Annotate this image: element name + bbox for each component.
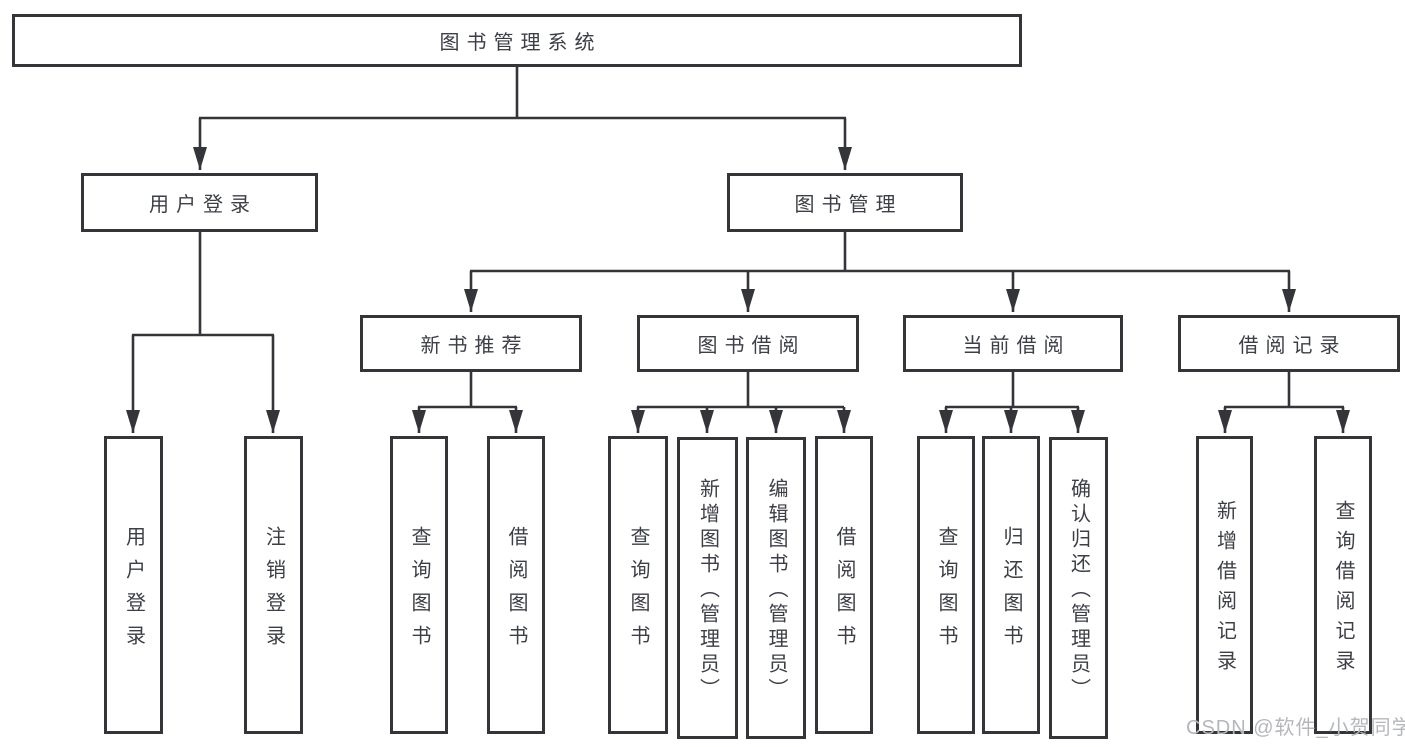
node-bb-borrow-books: 借阅图书 <box>815 436 873 734</box>
node-cb-confirm-return-admin: 确认归还（管理员） <box>1049 437 1108 739</box>
node-logout: 注销登录 <box>244 436 303 734</box>
node-book-management: 图书管理 <box>727 173 963 232</box>
node-bb-query-books: 查询图书 <box>608 436 668 734</box>
node-current-borrowing: 当前借阅 <box>903 315 1123 372</box>
node-nbr-borrow-books: 借阅图书 <box>487 436 545 734</box>
node-borrowing-records: 借阅记录 <box>1178 315 1400 372</box>
csdn-watermark: CSDN @软件_小贺同学 <box>1186 717 1405 739</box>
node-new-book-recommendation: 新书推荐 <box>360 315 582 372</box>
node-br-add-record: 新增借阅记录 <box>1196 436 1253 734</box>
node-book-borrowing: 图书借阅 <box>637 315 859 372</box>
node-library-management-system: 图书管理系统 <box>12 14 1022 67</box>
node-user-login-group: 用户登录 <box>81 173 318 232</box>
node-bb-edit-books-admin: 编辑图书（管理员） <box>746 437 806 739</box>
node-nbr-query-books: 查询图书 <box>390 436 448 734</box>
node-bb-add-books-admin: 新增图书（管理员） <box>677 437 738 739</box>
node-cb-return-books: 归还图书 <box>982 436 1040 734</box>
node-br-query-record: 查询借阅记录 <box>1314 436 1372 734</box>
node-cb-query-books: 查询图书 <box>917 436 975 734</box>
node-user-login: 用户登录 <box>104 436 163 734</box>
